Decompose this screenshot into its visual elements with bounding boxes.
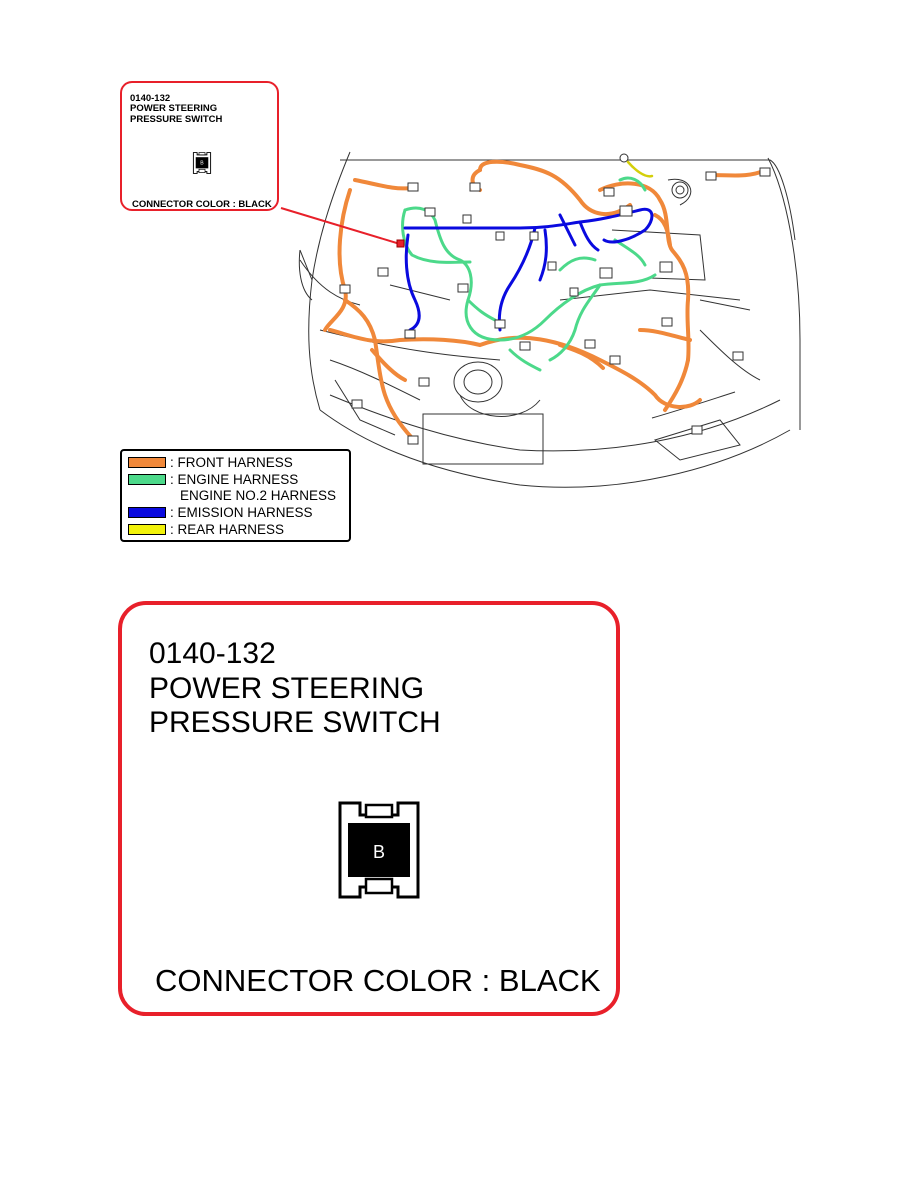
connector-color-label: CONNECTOR COLOR : BLACK	[132, 199, 272, 210]
legend-label: : REAR HARNESS	[170, 521, 285, 537]
connector-name-line1: POWER STEERING	[130, 103, 218, 114]
callout-leader-line	[280, 207, 401, 245]
legend-label: : FRONT HARNESS	[170, 454, 293, 470]
terminal-label: B	[373, 842, 385, 862]
vehicle-body-outline	[298, 151, 801, 488]
connector-callout-small: 0140-132 POWER STEERING PRESSURE SWITCH …	[120, 81, 279, 211]
pressure-switch-marker	[396, 239, 405, 248]
legend-item-emission-harness: : EMISSION HARNESS	[128, 504, 313, 520]
legend-label-engine-no2: ENGINE NO.2 HARNESS	[180, 488, 337, 503]
connector-name-line2: PRESSURE SWITCH	[149, 706, 441, 739]
connector-name-line1: POWER STEERING	[149, 672, 425, 705]
connector-code: 0140-132	[130, 93, 171, 104]
legend-label: : EMISSION HARNESS	[170, 504, 313, 520]
legend-item-front-harness: : FRONT HARNESS	[128, 454, 293, 470]
connector-face-icon: B	[338, 801, 420, 899]
engine-harness-swatch	[128, 473, 166, 485]
emission-harness-routing	[403, 207, 654, 332]
connector-code: 0140-132	[149, 637, 276, 670]
connector-callout-large: 0140-132 POWER STEERING PRESSURE SWITCH …	[118, 601, 620, 1016]
front-harness-swatch	[128, 456, 166, 468]
terminal-label: B	[200, 161, 204, 167]
rear-harness-routing	[626, 160, 654, 178]
connector-color-label: CONNECTOR COLOR : BLACK	[155, 963, 601, 998]
harness-connectors	[339, 153, 771, 445]
legend-item-engine-harness: : ENGINE HARNESS	[128, 471, 299, 487]
connector-face-icon: B	[192, 152, 212, 174]
emission-harness-swatch	[128, 506, 166, 518]
harness-legend: : FRONT HARNESS : ENGINE HARNESS ENGINE …	[120, 449, 351, 542]
front-harness-routing	[323, 159, 767, 440]
rear-harness-swatch	[128, 523, 166, 535]
connector-name-line2: PRESSURE SWITCH	[130, 114, 223, 125]
legend-item-rear-harness: : REAR HARNESS	[128, 521, 285, 537]
legend-label: : ENGINE HARNESS	[170, 471, 299, 487]
